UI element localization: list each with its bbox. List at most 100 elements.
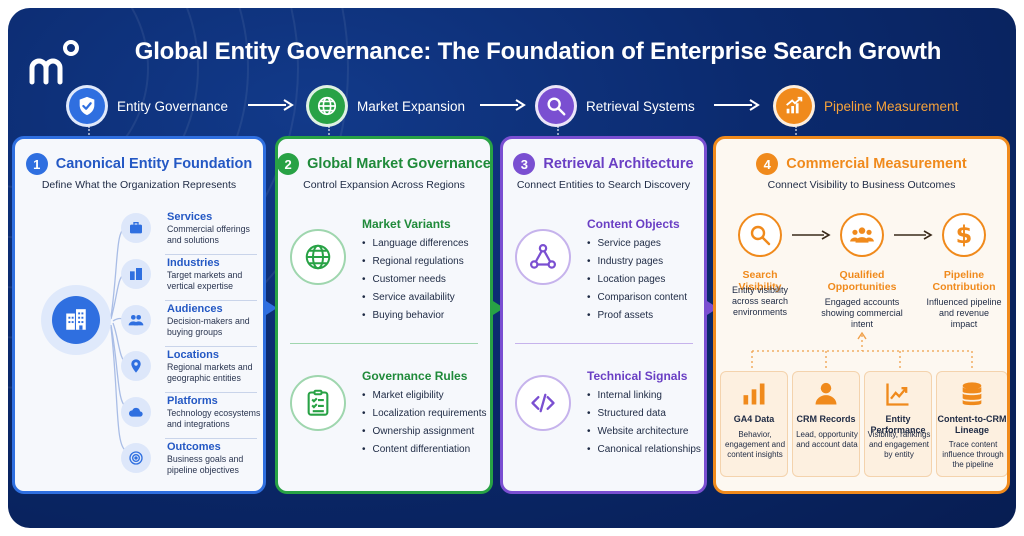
shield-check-icon — [66, 85, 108, 127]
bar-chart-icon — [721, 380, 787, 408]
list-item: Canonical relationships — [587, 441, 701, 459]
growth-chart-icon — [773, 85, 815, 127]
line-chart-icon — [865, 380, 931, 408]
globe-icon — [306, 85, 348, 127]
panel-number: 1 — [25, 153, 48, 175]
connector-line — [88, 126, 90, 138]
category-industries: Industries Target markets and vertical e… — [121, 255, 261, 301]
organization-hub — [41, 285, 111, 355]
list-item: Internal linking — [587, 387, 701, 405]
source-entity-performance: Entity Performance Visibility, rankings … — [864, 371, 932, 477]
panel-arrow — [266, 301, 277, 315]
panel-retrieval-architecture: 3 Retrieval Architecture Connect Entitie… — [500, 136, 707, 494]
infographic-frame: Global Entity Governance: The Foundation… — [8, 8, 1016, 528]
category-platforms: Platforms Technology ecosystems and inte… — [121, 393, 261, 439]
metric-title: Qualified Opportunities — [827, 269, 897, 293]
category-locations: Locations Regional markets and geographi… — [121, 347, 261, 393]
list-item: Location pages — [587, 271, 687, 289]
panel-number: 4 — [756, 153, 779, 175]
divider — [290, 343, 478, 344]
metric-arrow — [894, 230, 933, 240]
list-item: Language differences — [362, 235, 469, 253]
divider — [515, 343, 693, 344]
divider — [165, 438, 257, 439]
category-desc: Business goals and pipeline objectives — [167, 454, 244, 475]
divider — [165, 392, 257, 393]
metric-arrow — [792, 230, 831, 240]
source-ga4-data: GA4 Data Behavior, engagement and conten… — [720, 371, 788, 477]
code-icon — [515, 375, 571, 431]
brand-logo — [29, 40, 79, 85]
list-item: Industry pages — [587, 253, 687, 271]
magnifier-icon — [738, 213, 782, 257]
source-crm-records: CRM Records Lead, opportunity and accoun… — [792, 371, 860, 477]
panel-subtitle: Connect Visibility to Business Outcomes — [767, 179, 956, 191]
section-title: Technical Signals — [587, 369, 688, 383]
panel-title: Global Market Governance — [307, 156, 491, 172]
metric-desc: Influenced pipeline and revenue impact — [926, 297, 1002, 329]
category-title: Locations — [167, 349, 219, 361]
category-desc: Target markets and vertical expertise — [167, 270, 243, 291]
section-title: Market Variants — [362, 217, 451, 231]
group-icon — [840, 213, 884, 257]
source-title: GA4 Data — [733, 414, 775, 424]
panel-arrow — [707, 301, 718, 315]
connector-line — [328, 126, 330, 138]
flow-label: Pipeline Measurement — [824, 98, 959, 114]
source-desc: Trace content influence through the pipe… — [942, 440, 1004, 469]
panel-global-market-governance: 2 Global Market Governance Control Expan… — [275, 136, 493, 494]
section-title: Content Objects — [587, 217, 680, 231]
list-item: Customer needs — [362, 271, 469, 289]
category-title: Industries — [167, 257, 220, 269]
list-item: Comparison content — [587, 289, 688, 307]
panel-subtitle: Define What the Organization Represents — [41, 179, 237, 191]
list-item: Content differentiation — [362, 441, 486, 459]
magnifier-icon — [535, 85, 577, 127]
market-variants-list: Language differences Regional regulation… — [362, 235, 469, 325]
divider — [165, 300, 257, 301]
person-icon — [793, 380, 859, 408]
flow-step-market-expansion: Market Expansion — [306, 84, 465, 128]
list-item: Website architecture — [587, 423, 701, 441]
category-desc: Regional markets and geographic entities — [167, 362, 253, 383]
metric-title: Search Visibility — [738, 269, 782, 293]
cloud-icon — [121, 397, 151, 427]
buildings-icon — [121, 259, 151, 289]
panel-header: 1 Canonical Entity Foundation — [15, 153, 263, 175]
source-content-to-crm-lineage: Content-to-CRM Lineage Trace content inf… — [936, 371, 1007, 477]
connector-line — [795, 126, 797, 138]
panel-subtitle: Control Expansion Across Regions — [303, 179, 465, 191]
source-desc: Lead, opportunity and account data — [796, 430, 858, 449]
organization-building-icon — [52, 296, 100, 344]
network-nodes-icon — [515, 229, 571, 285]
technical-signals-list: Internal linking Structured data Website… — [587, 387, 701, 459]
briefcase-icon — [121, 213, 151, 243]
category-title: Platforms — [167, 395, 218, 407]
list-item: Market eligibility — [362, 387, 486, 405]
data-feed-lines — [751, 331, 973, 369]
metric-desc: Engaged accounts showing commercial inte… — [821, 297, 903, 329]
category-title: Outcomes — [167, 441, 221, 453]
checklist-icon — [290, 375, 346, 431]
source-title: CRM Records — [796, 414, 856, 424]
panel-header: 2 Global Market Governance — [278, 153, 490, 175]
category-desc: Decision-makers and buying groups — [167, 316, 250, 337]
dollar-icon: $ — [942, 213, 986, 257]
list-item: Buying behavior — [362, 307, 469, 325]
flow-step-pipeline-measurement: Pipeline Measurement — [773, 84, 958, 128]
globe-icon — [290, 229, 346, 285]
panel-arrow — [493, 301, 504, 315]
flow-label: Market Expansion — [357, 98, 466, 114]
flow-label: Entity Governance — [117, 98, 229, 114]
governance-rules-list: Market eligibility Localization requirem… — [362, 387, 487, 459]
divider — [165, 254, 257, 255]
people-icon — [121, 305, 151, 335]
list-item: Service pages — [587, 235, 687, 253]
source-title: Content-to-CRM Lineage — [937, 414, 1007, 435]
list-item: Ownership assignment — [362, 423, 486, 441]
source-desc: Behavior, engagement and content insight… — [724, 430, 786, 459]
panel-number: 2 — [278, 153, 300, 175]
target-icon — [121, 443, 151, 473]
flow-arrow — [248, 99, 294, 111]
panel-title: Canonical Entity Foundation — [55, 156, 253, 172]
